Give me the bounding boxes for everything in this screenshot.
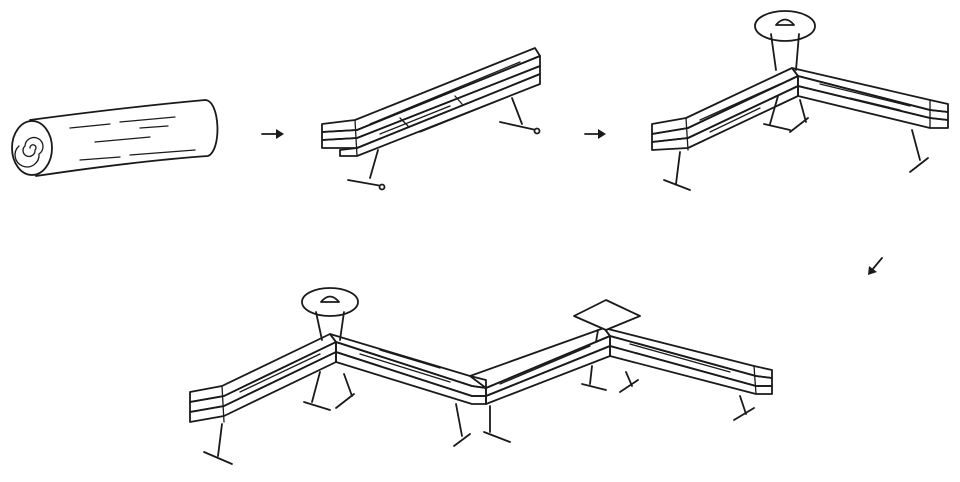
bench-icon (321, 47, 541, 191)
arrow-right-2 (584, 129, 606, 139)
bench-umbrella-icon (651, 10, 949, 191)
zigzag-bench-icon (189, 287, 773, 465)
arrow-down-left (868, 257, 883, 275)
arrow-right-1 (261, 129, 284, 139)
log-icon (11, 99, 219, 177)
